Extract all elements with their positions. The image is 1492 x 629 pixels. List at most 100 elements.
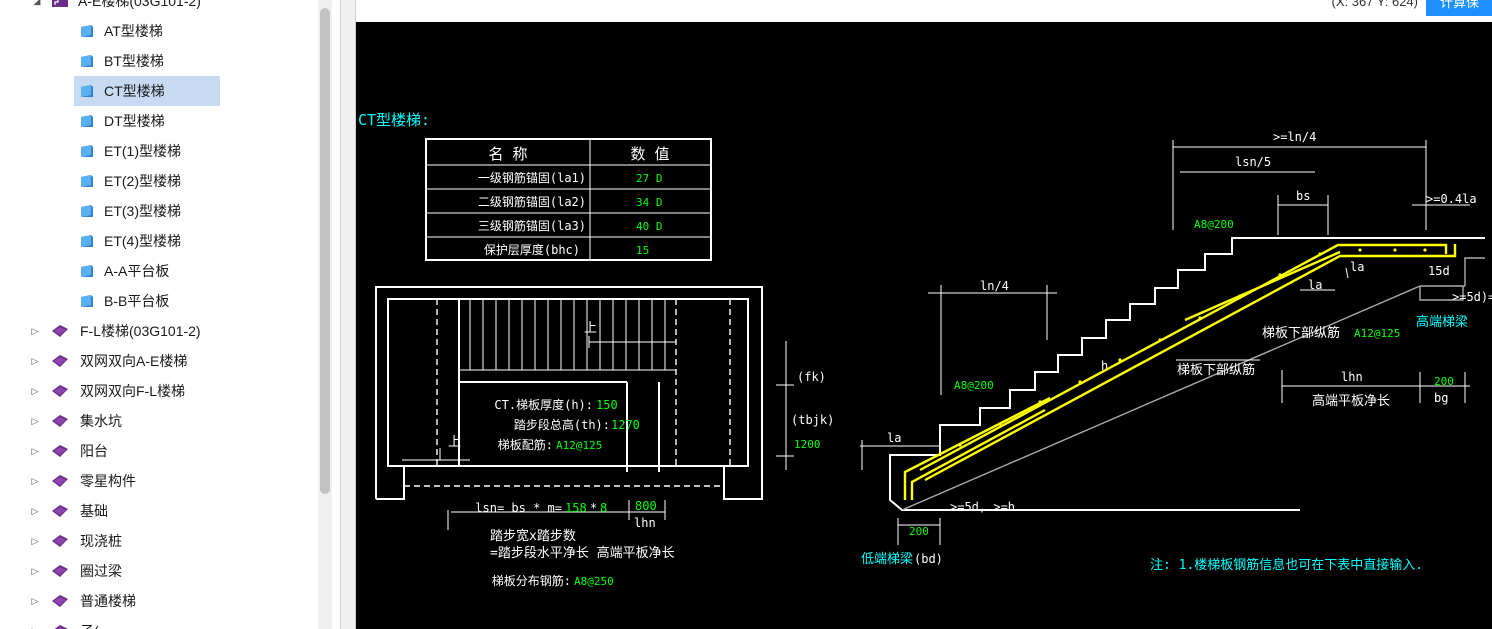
expand-arrow-icon[interactable]: ▷ — [31, 536, 39, 546]
low-end-beam-label: 低端梯梁 — [861, 552, 913, 567]
bg-value[interactable]: 200 — [1434, 375, 1454, 388]
lower-rebar-value[interactable]: A12@125 — [1354, 327, 1400, 340]
expand-arrow-icon[interactable]: ▷ — [30, 616, 40, 629]
dim-ln4-top: >=ln/4 — [1273, 130, 1316, 144]
tree-node-a-e-stairs[interactable]: ◢ A-E楼梯(03G101-2) — [0, 0, 318, 16]
plan-thickness-value[interactable]: 150 — [596, 398, 618, 412]
tree-node-label: AT型楼梯 — [104, 23, 163, 39]
table-row-value[interactable]: 40 D — [636, 220, 663, 233]
stair-drawing-canvas[interactable]: CT型楼梯: 名 称 数 值 一级钢筋锚固(la1) 27 D 二级钢筋锚固(l… — [356, 22, 1492, 629]
plan-width-value[interactable]: 1200 — [794, 438, 821, 451]
tree-node-folder[interactable]: ▷双网双向F-L楼梯 — [0, 376, 318, 406]
tree-node-stair-type[interactable]: ET(2)型楼梯 — [0, 166, 300, 196]
calculate-button[interactable]: 计算保 — [1426, 0, 1492, 16]
plan-bs-value[interactable]: 158 — [565, 501, 587, 515]
tree-node-stair-type[interactable]: AT型楼梯 — [0, 16, 300, 46]
plan-fk-label: (fk) — [797, 370, 826, 384]
tree-node-stair-type[interactable]: CT型楼梯 — [74, 76, 220, 106]
stair-folder-icon — [52, 535, 68, 547]
stair-folder-icon — [52, 445, 68, 457]
plan-up-label: 上 — [584, 321, 597, 336]
expand-arrow-icon[interactable]: ▷ — [31, 476, 39, 486]
lower-rebar-label-2: 梯板下部纵筋 — [1177, 362, 1255, 378]
dim-h: h — [1101, 359, 1108, 373]
plan-height-label: 踏步段总高(th): — [514, 417, 610, 432]
tree-node-stair-type[interactable]: ET(1)型楼梯 — [0, 136, 300, 166]
tree-node-folder[interactable]: ▷零星构件 — [0, 466, 318, 496]
tree-scrollbar-thumb[interactable] — [320, 8, 330, 494]
plan-lhn-value[interactable]: 800 — [635, 499, 657, 513]
table-row-value[interactable]: 34 D — [636, 196, 663, 209]
lower-rebar-label: 梯板下部纵筋 — [1262, 325, 1340, 341]
plan-star: * — [590, 501, 597, 515]
stair-drawing: CT型楼梯: 名 称 数 值 一级钢筋锚固(la1) 27 D 二级钢筋锚固(l… — [358, 111, 1492, 588]
dim-5d-right: >=5d)= — [1452, 290, 1492, 304]
tree-node-label: ET(1)型楼梯 — [104, 143, 181, 159]
stair-folder-icon — [52, 505, 68, 517]
tree-node-folder[interactable]: ▷现浇桩 — [0, 526, 318, 556]
tree-node-stair-type[interactable]: ET(4)型楼梯 — [0, 226, 300, 256]
tree-node-folder[interactable]: ▷ 子(… — [0, 616, 318, 629]
tree-node-folder[interactable]: ▷基础 — [0, 496, 318, 526]
tree-node-stair-type[interactable]: BT型楼梯 — [0, 46, 300, 76]
drawing-toolbar: (X: 367 Y: 624) 计算保 — [356, 0, 1492, 22]
tree-node-stair-type[interactable]: B-B平台板 — [0, 286, 300, 316]
stair-folder-icon — [52, 415, 68, 427]
expand-arrow-icon[interactable]: ▷ — [31, 566, 39, 576]
tree-node-label: DT型楼梯 — [104, 113, 165, 129]
plan-dist-value[interactable]: A8@250 — [574, 575, 614, 588]
tree-node-folder[interactable]: ▷圈过梁 — [0, 556, 318, 586]
tree-node-label: BT型楼梯 — [104, 53, 164, 69]
tree-node-folder[interactable]: ▷ 集水坑 — [0, 406, 318, 436]
bd-value[interactable]: 200 — [909, 525, 929, 538]
stair-folder-icon — [52, 595, 68, 607]
tree-node-stair-type[interactable]: ET(3)型楼梯 — [0, 196, 300, 226]
tree-node-folder[interactable]: ▷F-L楼梯(03G101-2) — [0, 316, 318, 346]
plan-rebar-value[interactable]: A12@125 — [556, 439, 602, 452]
tree-node-label: A-A平台板 — [104, 263, 170, 279]
tree-node-folder[interactable]: ▷普通楼梯 — [0, 586, 318, 616]
expand-arrow-icon[interactable]: ▷ — [31, 416, 39, 426]
expand-arrow-icon[interactable]: ▷ — [31, 326, 39, 336]
dim-bg: bg — [1434, 391, 1448, 405]
collapse-arrow-icon[interactable]: ◢ — [33, 0, 41, 6]
stair-folder-icon — [52, 565, 68, 577]
expand-arrow-icon[interactable]: ▷ — [31, 596, 39, 606]
rebar-top-value[interactable]: A8@200 — [1194, 218, 1234, 231]
rebar-lines — [903, 243, 1457, 500]
expand-arrow-icon[interactable]: ▷ — [31, 446, 39, 456]
table-header-name: 名 称 — [488, 145, 527, 163]
stair-folder-icon — [52, 385, 68, 397]
plan-note-2: =踏步段水平净长 高端平板净长 — [490, 545, 675, 561]
stair-folder-icon — [52, 475, 68, 487]
plan-height-value[interactable]: 1270 — [611, 418, 640, 432]
dim-lsn5: lsn/5 — [1235, 155, 1271, 169]
panel-splitter[interactable] — [340, 0, 356, 629]
expand-arrow-icon[interactable]: ▷ — [31, 506, 39, 516]
stair-component-icon — [81, 85, 93, 97]
tree-node-label: 集水坑 — [80, 413, 122, 429]
tree-node-folder[interactable]: ▷阳台 — [0, 436, 318, 466]
table-row-value[interactable]: 27 D — [636, 172, 663, 185]
tree-node-stair-type[interactable]: DT型楼梯 — [0, 106, 300, 136]
rebar-low-value[interactable]: A8@200 — [954, 379, 994, 392]
stair-component-icon — [81, 295, 93, 307]
plan-lhn-label: lhn — [634, 516, 656, 530]
table-row-value[interactable]: 15 — [636, 244, 649, 257]
tree-node-stair-type[interactable]: A-A平台板 — [0, 256, 300, 286]
dim-lhn: lhn — [1341, 370, 1363, 384]
dim-bs: bs — [1296, 189, 1310, 203]
tree-node-label: ET(4)型楼梯 — [104, 233, 181, 249]
expand-arrow-icon[interactable]: ▷ — [31, 386, 39, 396]
param-table-border — [425, 138, 712, 261]
table-header-value: 数 值 — [630, 145, 669, 163]
expand-arrow-icon[interactable]: ▷ — [31, 356, 39, 366]
tree-node-folder[interactable]: ▷双网双向A-E楼梯 — [0, 346, 318, 376]
dim-ln4: ln/4 — [980, 279, 1009, 293]
plan-thickness-label: CT.梯板厚度(h): — [494, 397, 593, 412]
plan-m-value[interactable]: 8 — [600, 501, 607, 515]
stair-folder-icon — [52, 355, 68, 367]
component-tree: ◢ A-E楼梯(03G101-2) AT型楼梯 BT型楼梯 CT型楼梯 DT型楼梯 ET… — [0, 0, 340, 629]
stair-component-icon — [81, 25, 93, 37]
tree-node-label: 子(… — [80, 616, 113, 629]
